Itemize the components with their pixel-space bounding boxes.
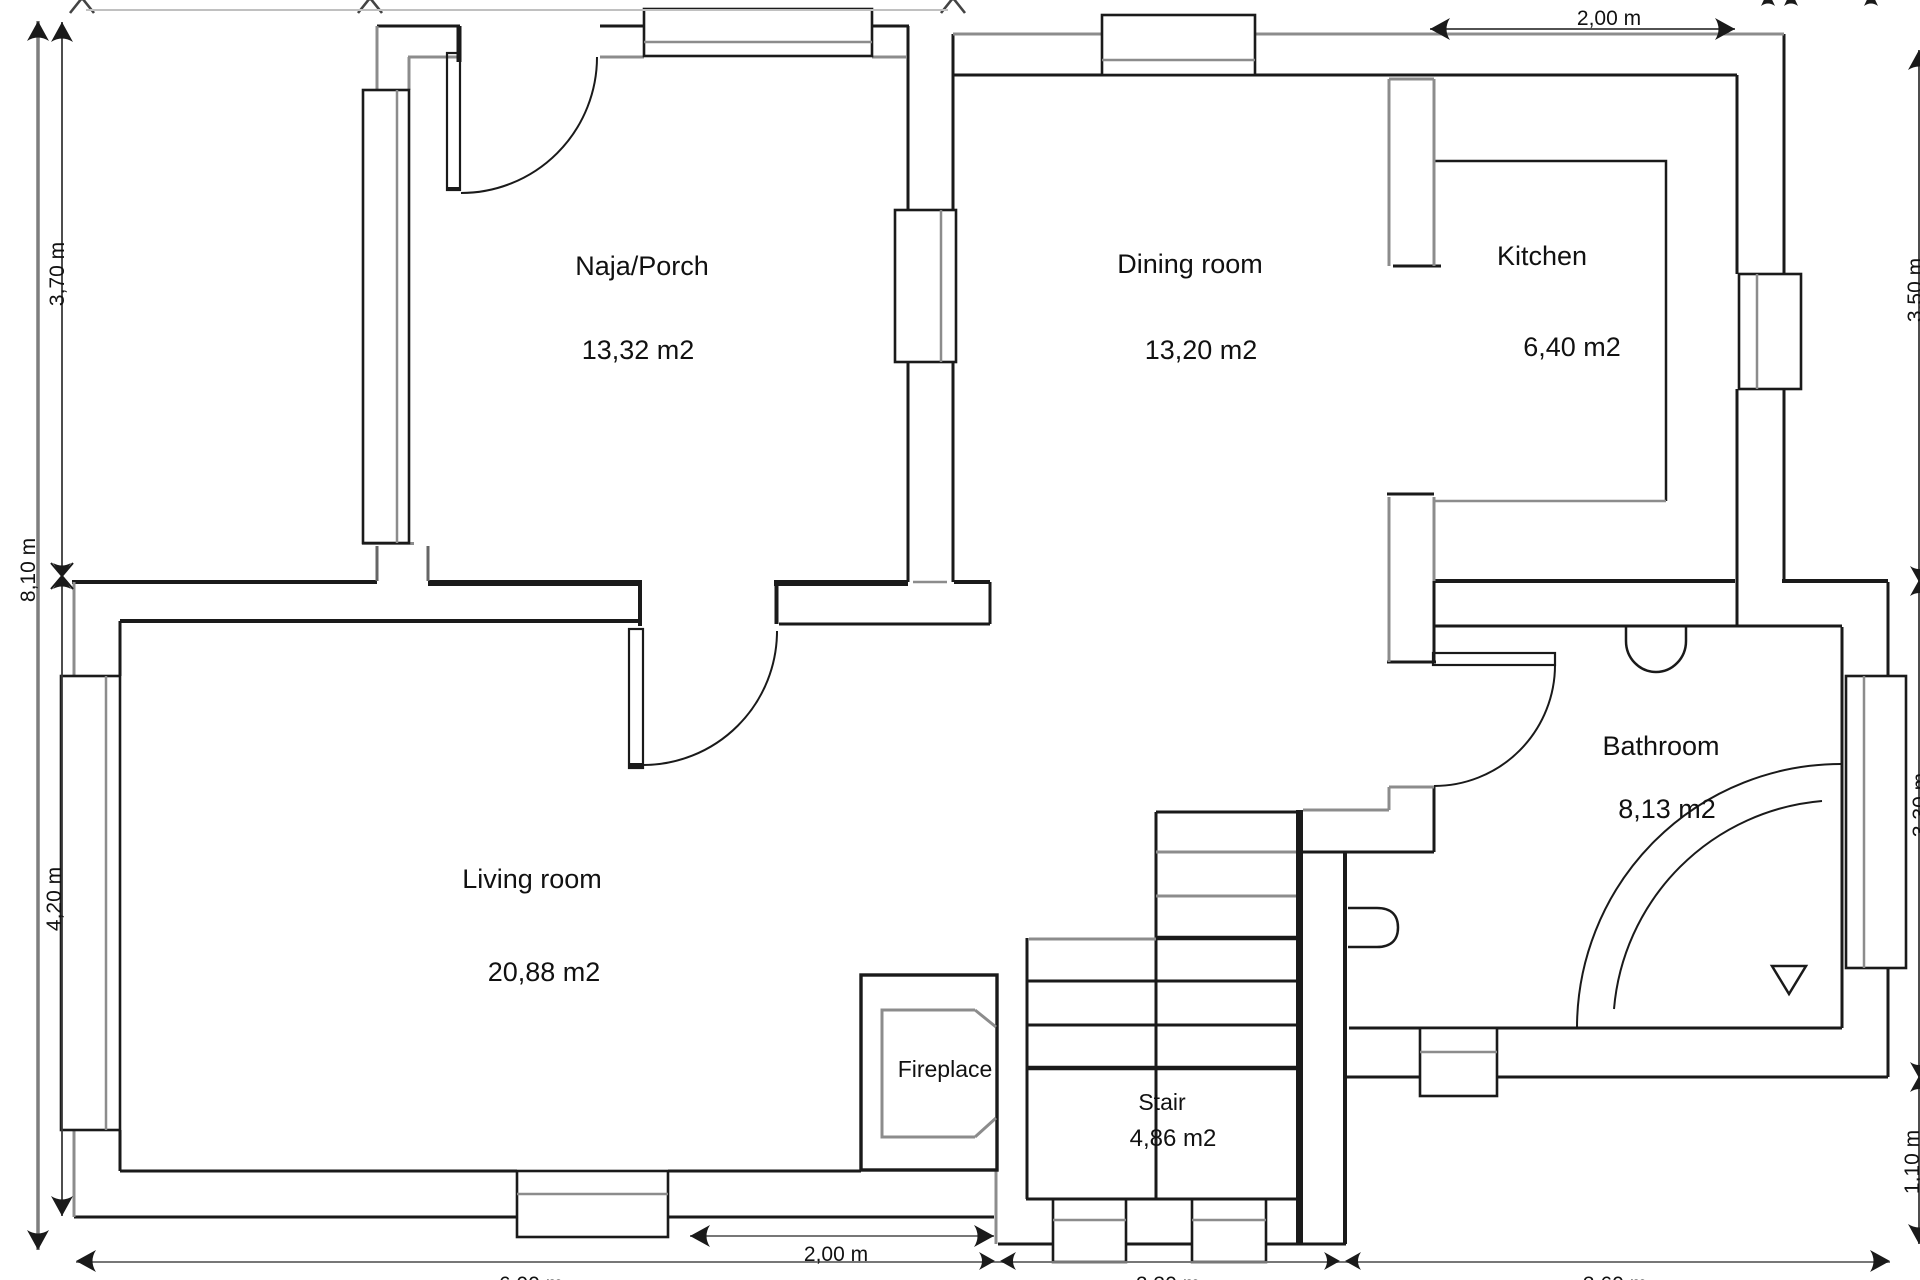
svg-text:Kitchen: Kitchen	[1497, 241, 1587, 271]
svg-text:Living room: Living room	[462, 864, 602, 894]
svg-text:2,30 m: 2,30 m	[1136, 1273, 1200, 1280]
svg-text:Stair: Stair	[1138, 1089, 1186, 1115]
svg-text:Dining room: Dining room	[1117, 249, 1263, 279]
svg-text:3,60 m: 3,60 m	[1583, 1273, 1647, 1280]
svg-text:8,10 m: 8,10 m	[17, 538, 40, 602]
svg-text:2,00 m: 2,00 m	[804, 1243, 868, 1266]
svg-text:13,20 m2: 13,20 m2	[1145, 335, 1258, 365]
svg-text:Fireplace: Fireplace	[898, 1056, 993, 1082]
svg-text:3,30 m: 3,30 m	[1909, 773, 1920, 837]
svg-text:2,00 m: 2,00 m	[1577, 7, 1641, 30]
svg-text:Bathroom: Bathroom	[1602, 731, 1719, 761]
svg-text:3,50 m: 3,50 m	[1904, 258, 1920, 322]
svg-text:13,32 m2: 13,32 m2	[582, 335, 695, 365]
svg-text:Naja/Porch: Naja/Porch	[575, 251, 709, 281]
svg-text:20,88 m2: 20,88 m2	[488, 957, 601, 987]
svg-text:8,13 m2: 8,13 m2	[1618, 794, 1716, 824]
svg-text:6,40 m2: 6,40 m2	[1523, 332, 1621, 362]
svg-text:1,10 m: 1,10 m	[1901, 1130, 1920, 1194]
svg-text:4,20 m: 4,20 m	[43, 867, 66, 931]
svg-text:6,00 m: 6,00 m	[499, 1273, 563, 1280]
svg-text:3,70 m: 3,70 m	[46, 242, 69, 306]
svg-text:4,86 m2: 4,86 m2	[1130, 1125, 1217, 1152]
